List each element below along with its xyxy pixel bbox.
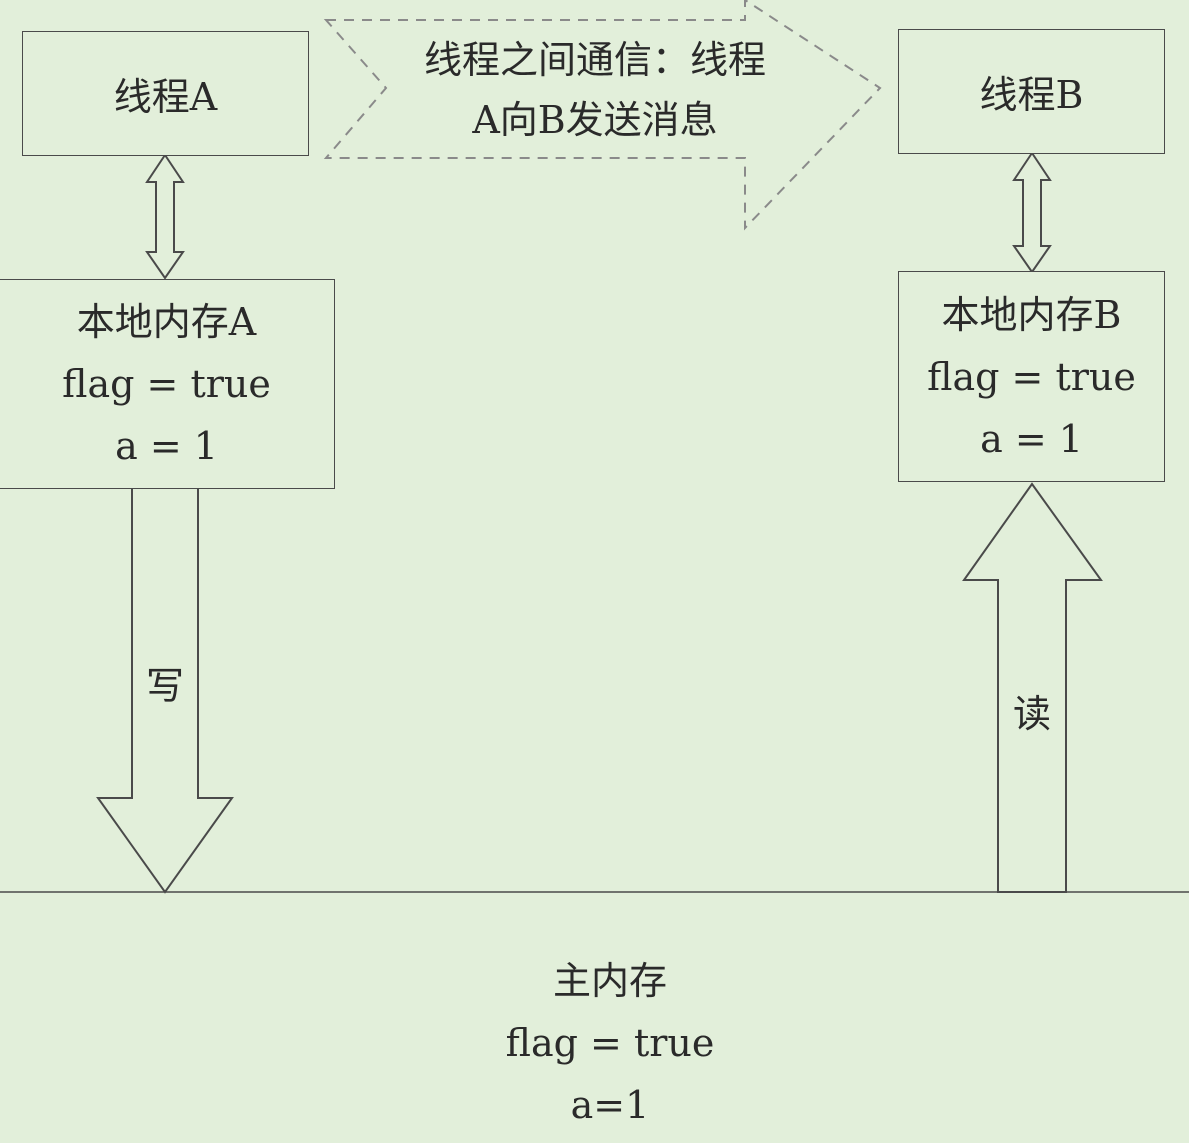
local-memory-b-box: 本地内存B flag = true a = 1 bbox=[898, 271, 1165, 482]
local-memory-a-flag: flag = true bbox=[62, 362, 271, 406]
sync-arrow-a bbox=[145, 153, 185, 280]
local-memory-b-title: 本地内存B bbox=[941, 292, 1122, 337]
write-label: 写 bbox=[145, 664, 184, 708]
message-line-2: A向B发送消息 bbox=[472, 98, 718, 142]
write-arrow bbox=[96, 487, 234, 894]
local-memory-b-flag: flag = true bbox=[927, 354, 1136, 399]
sync-arrow-b bbox=[1012, 151, 1052, 274]
main-memory-a: a=1 bbox=[570, 1083, 650, 1127]
local-memory-a-a: a = 1 bbox=[115, 424, 218, 468]
message-text: 线程之间通信：线程 A向B发送消息 bbox=[380, 30, 810, 150]
main-memory-flag: flag = true bbox=[505, 1021, 715, 1065]
thread-a-label: 线程A bbox=[113, 75, 218, 119]
message-line-1: 线程之间通信：线程 bbox=[423, 38, 766, 82]
message-arrow bbox=[323, 0, 882, 231]
read-arrow bbox=[962, 482, 1103, 893]
local-memory-a-box: 本地内存A flag = true a = 1 bbox=[0, 279, 335, 489]
read-label: 读 bbox=[1012, 692, 1051, 736]
thread-a-box: 线程A bbox=[22, 31, 309, 156]
local-memory-b-a: a = 1 bbox=[980, 416, 1083, 461]
thread-b-box: 线程B bbox=[898, 29, 1165, 154]
local-memory-a-title: 本地内存A bbox=[76, 300, 257, 344]
main-memory-title: 主内存 bbox=[552, 959, 667, 1003]
thread-b-label: 线程B bbox=[979, 73, 1084, 117]
main-memory: 主内存 flag = true a=1 bbox=[400, 950, 820, 1136]
